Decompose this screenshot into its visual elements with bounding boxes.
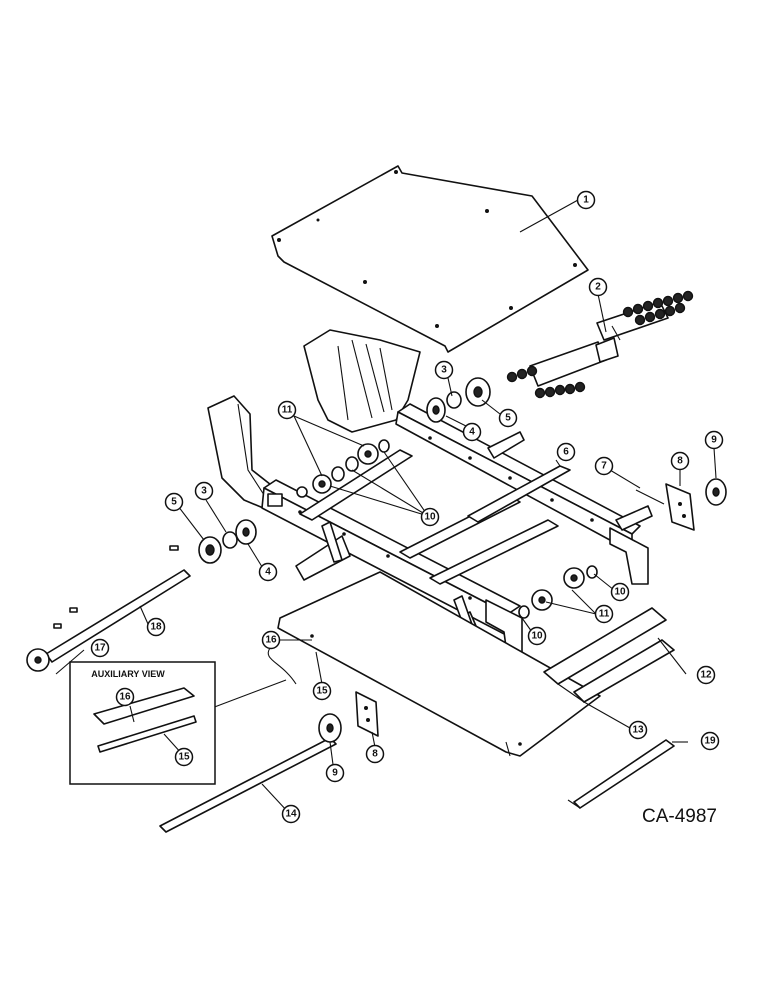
svg-text:11: 11 xyxy=(599,609,610,620)
svg-text:17: 17 xyxy=(94,643,106,654)
callout-15: 15 xyxy=(312,681,332,701)
callout-8-lower: 8 xyxy=(365,744,385,764)
bearing-assembly-right xyxy=(635,478,727,531)
svg-text:14: 14 xyxy=(285,809,297,820)
callout-10-lower-right: 10 xyxy=(610,582,630,602)
drive-chain xyxy=(506,290,694,399)
callout-10-lower-left: 10 xyxy=(527,626,547,646)
svg-text:7: 7 xyxy=(601,461,607,472)
aux-callout-16: 16 xyxy=(115,687,135,707)
cross-members xyxy=(295,449,571,651)
bearing-assembly-lower xyxy=(318,691,379,743)
callout-6: 6 xyxy=(556,442,576,462)
scraper-bar xyxy=(567,739,675,809)
svg-text:10: 10 xyxy=(424,512,436,523)
bottom-plate xyxy=(277,571,601,757)
svg-text:9: 9 xyxy=(332,768,338,779)
right-frame-rail xyxy=(395,403,653,585)
svg-text:16: 16 xyxy=(119,692,131,703)
svg-text:5: 5 xyxy=(505,413,511,424)
auxiliary-view: AUXILIARY VIEW xyxy=(69,661,216,785)
svg-text:11: 11 xyxy=(282,405,293,416)
callout-9-lower: 9 xyxy=(325,763,345,783)
bearing-assembly-upper xyxy=(426,377,491,423)
auxiliary-view-title: AUXILIARY VIEW xyxy=(91,669,165,679)
svg-text:1: 1 xyxy=(583,195,589,206)
svg-text:9: 9 xyxy=(711,435,717,446)
callout-4-left: 4 xyxy=(258,562,278,582)
svg-text:15: 15 xyxy=(178,752,190,763)
leader-curve xyxy=(267,647,297,685)
svg-text:4: 4 xyxy=(469,427,475,438)
svg-text:12: 12 xyxy=(700,670,712,681)
callout-8-right: 8 xyxy=(670,451,690,471)
svg-text:8: 8 xyxy=(677,456,683,467)
callout-11-upper: 11 xyxy=(277,400,297,420)
sprocket-set-lower xyxy=(518,565,598,619)
callout-10-upper: 10 xyxy=(420,507,440,527)
callout-12: 12 xyxy=(696,665,716,685)
callout-18: 18 xyxy=(146,617,166,637)
callout-19: 19 xyxy=(700,731,720,751)
callout-17: 17 xyxy=(90,638,110,658)
angle-trough xyxy=(543,607,675,703)
callout-11-lower: 11 xyxy=(594,604,614,624)
callout-2: 2 xyxy=(588,277,608,297)
svg-text:8: 8 xyxy=(372,749,378,760)
svg-text:10: 10 xyxy=(531,631,543,642)
bearing-assembly-left xyxy=(198,519,257,564)
callout-9-right: 9 xyxy=(704,430,724,450)
callout-3-left: 3 xyxy=(194,481,214,501)
svg-text:16: 16 xyxy=(265,635,277,646)
callout-14: 14 xyxy=(281,804,301,824)
lower-shaft xyxy=(159,737,337,833)
callout-13: 13 xyxy=(628,720,648,740)
svg-text:10: 10 xyxy=(614,587,626,598)
callout-16: 16 xyxy=(261,630,281,650)
callout-4-upper: 4 xyxy=(462,422,482,442)
reference-code: CA-4987 xyxy=(642,806,717,827)
svg-text:13: 13 xyxy=(632,725,644,736)
svg-text:4: 4 xyxy=(265,567,271,578)
svg-text:18: 18 xyxy=(150,622,162,633)
callout-5-left: 5 xyxy=(164,492,184,512)
leader-lines xyxy=(55,199,717,813)
svg-text:5: 5 xyxy=(171,497,177,508)
upper-shaft xyxy=(26,545,191,672)
svg-text:3: 3 xyxy=(441,365,447,376)
callout-1: 1 xyxy=(576,190,596,210)
svg-text:2: 2 xyxy=(595,282,601,293)
callout-7: 7 xyxy=(594,456,614,476)
svg-text:3: 3 xyxy=(201,486,207,497)
svg-text:19: 19 xyxy=(704,736,716,747)
svg-text:6: 6 xyxy=(563,447,569,458)
svg-text:15: 15 xyxy=(316,686,328,697)
top-cover-plate xyxy=(271,165,589,353)
aux-callout-15: 15 xyxy=(174,747,194,767)
callout-5-upper: 5 xyxy=(498,408,518,428)
sprocket-set-upper xyxy=(296,439,390,498)
callout-3-upper: 3 xyxy=(434,360,454,380)
